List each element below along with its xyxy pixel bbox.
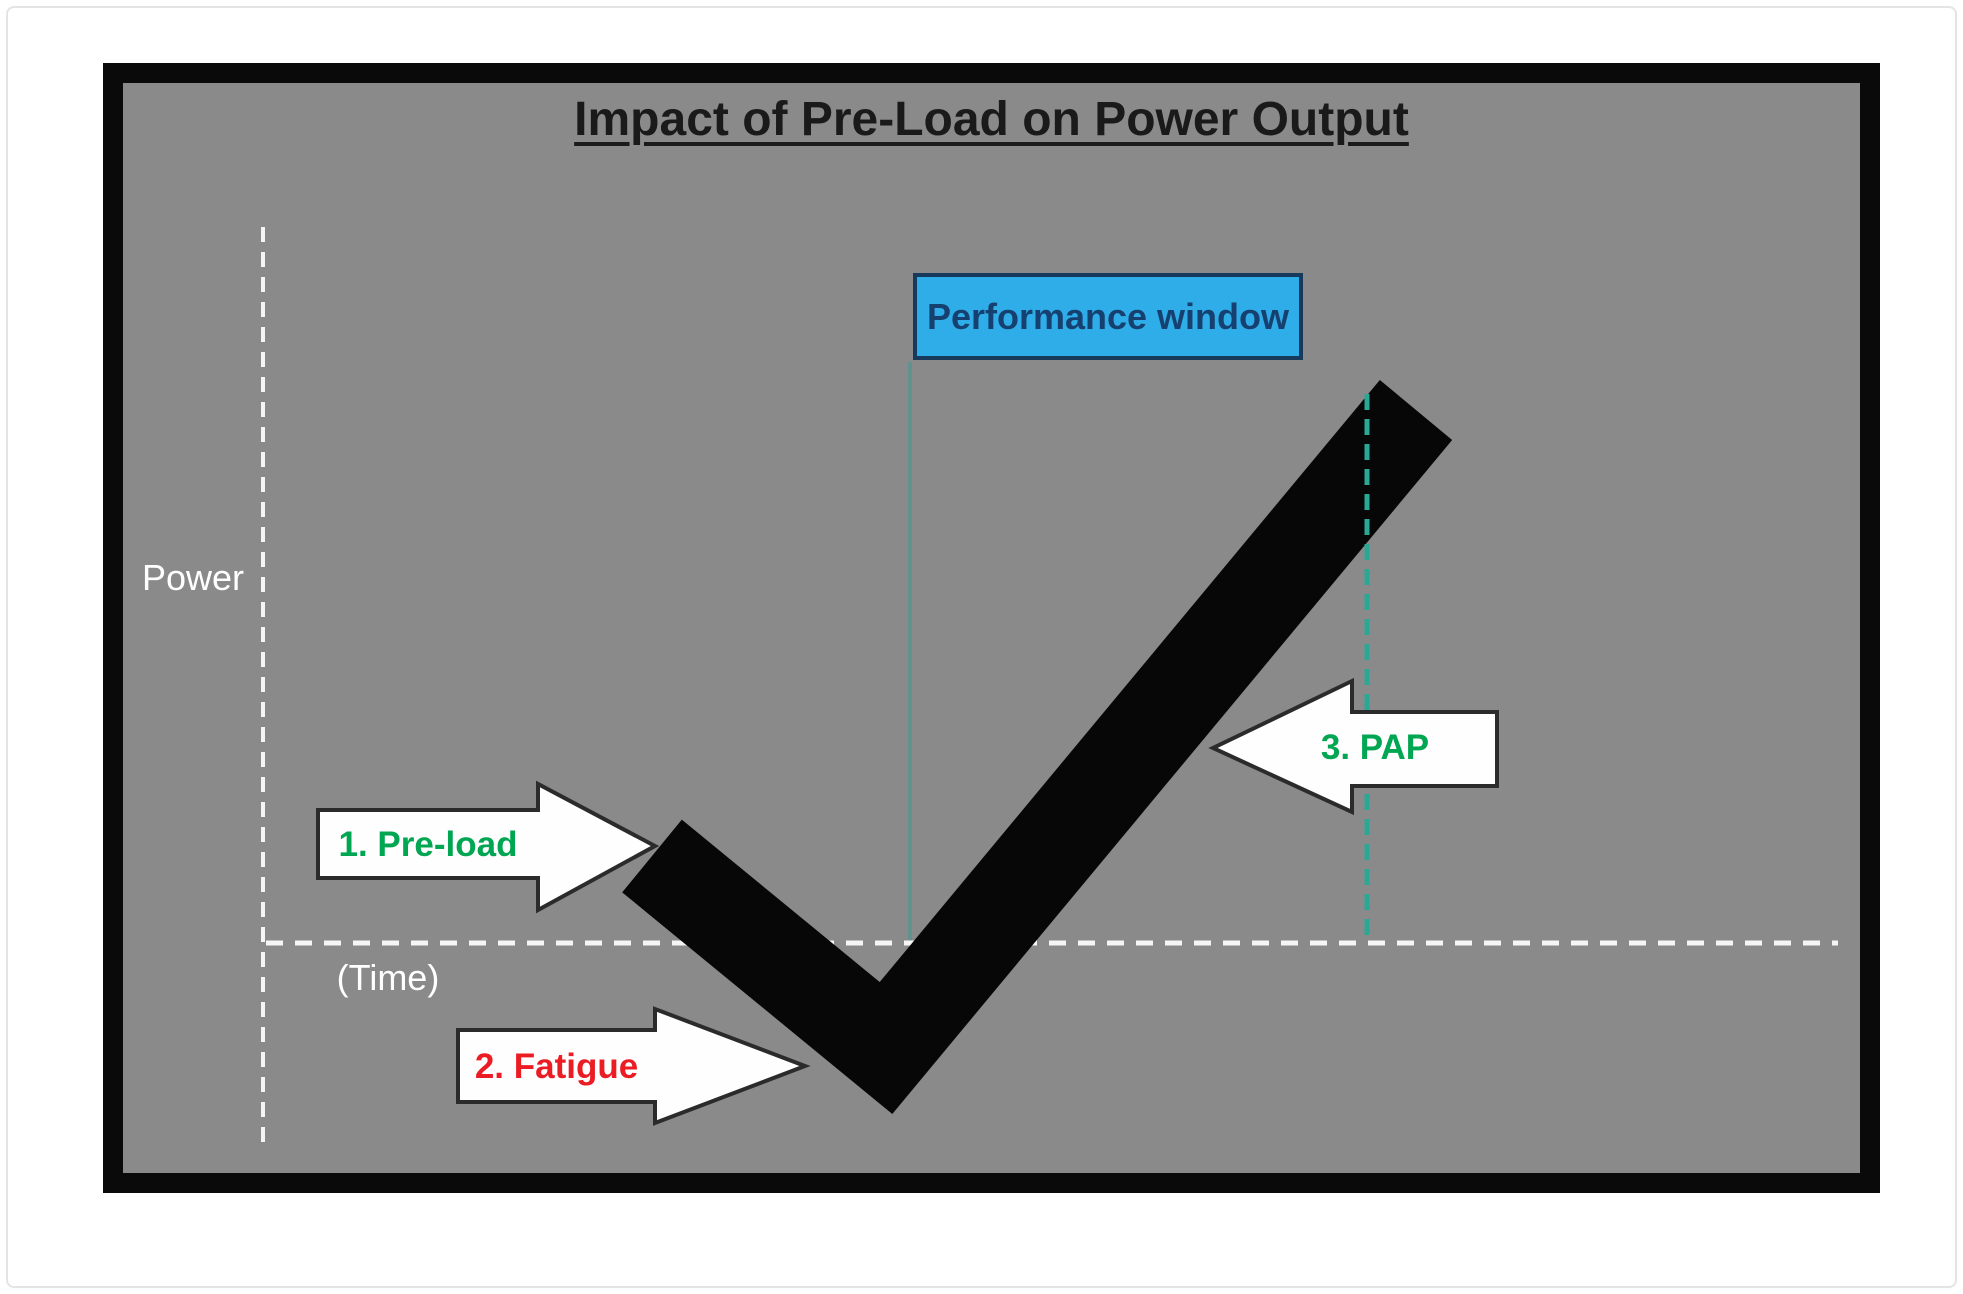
x-axis-label: (Time): [336, 957, 440, 998]
y-axis-label: Power: [141, 557, 245, 598]
preload-arrow: [316, 780, 660, 914]
pap-arrow: [1208, 677, 1499, 816]
pap-arrow-label: 3. PAP: [1320, 728, 1430, 767]
diagram-title: Impact of Pre-Load on Power Output: [574, 93, 1409, 146]
performance-window-badge: Performance window: [913, 273, 1303, 360]
checkmark-power-curve: [622, 379, 1453, 1114]
fatigue-arrow: [456, 1006, 811, 1126]
preload-arrow-label: 1. Pre-load: [338, 825, 518, 864]
diagram-panel: [103, 63, 1880, 1193]
fatigue-arrow-label: 2. Fatigue: [474, 1047, 639, 1086]
